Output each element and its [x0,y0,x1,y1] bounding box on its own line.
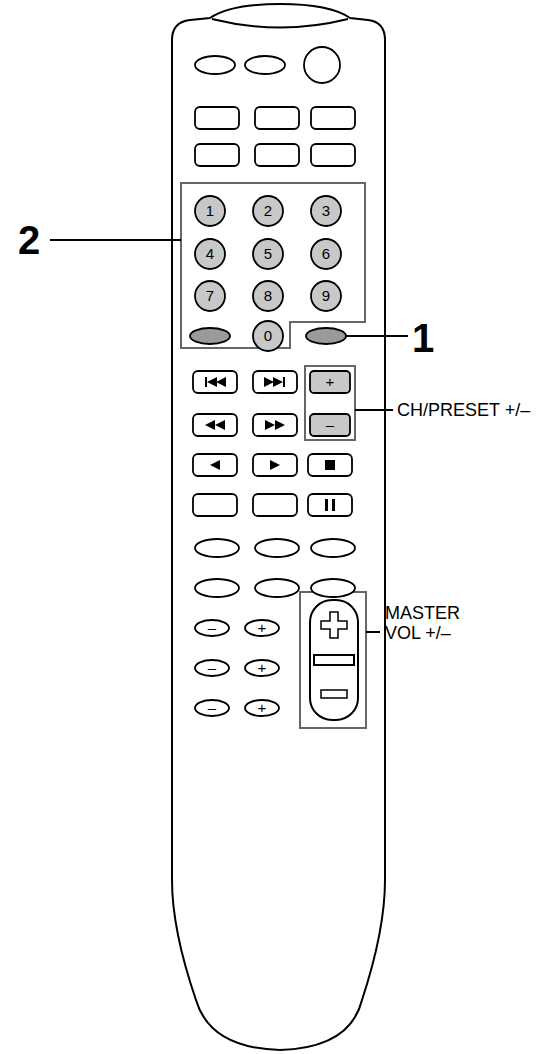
digit-label: 7 [206,288,214,305]
button-name: MASTER VOL +/– [385,604,495,644]
button [308,454,352,476]
pause-icon [325,499,328,511]
button-label: + [258,620,267,637]
digit-button [195,239,225,269]
digit-label: 8 [264,288,272,305]
vol-divider [314,655,354,665]
button-name: CH/PRESET +/– [397,401,530,421]
digit-label: 1 [206,203,214,220]
vol-plus-symbol [321,612,347,638]
digit-button [311,196,341,226]
digit-label: 2 [264,203,272,220]
callout-number: 2 [18,218,40,262]
button-label: + [258,700,267,717]
digit-button [253,281,283,311]
transport-icon [270,460,280,470]
vol-group-outline [300,592,366,728]
button [245,700,279,716]
stop-icon [325,460,335,470]
button [245,660,279,676]
button-label: + [258,660,267,677]
vol-minus-symbol [321,690,347,698]
button [195,620,229,636]
button-label: – [208,660,216,677]
transport-icon [216,377,226,387]
button [245,620,279,636]
digit-button [253,239,283,269]
remote-top-edge [212,19,348,28]
transport-icon [205,377,207,387]
button [253,371,297,393]
transport-icon [265,420,275,430]
transport-icon [210,460,220,470]
button [195,107,239,129]
ch-group-outline [305,366,355,440]
vol-button [310,600,358,720]
transport-icon [264,377,274,387]
digit-label: 6 [322,246,330,263]
button [311,107,355,129]
button [253,414,297,436]
button [255,579,299,597]
leader-line [340,335,408,337]
button [195,660,229,676]
leader-line [355,409,393,411]
digit-button [253,196,283,226]
digit-label: 9 [322,288,330,305]
digit-button [195,281,225,311]
button [253,454,297,476]
button [195,700,229,716]
button [193,371,237,393]
button [306,328,346,344]
transport-icon [215,420,225,430]
button [195,579,239,597]
button [311,144,355,166]
digit-label: 0 [264,328,272,345]
button [253,494,297,516]
pause-icon [332,499,335,511]
button [193,414,237,436]
leader-line [50,239,181,241]
button [255,107,299,129]
digit-button [195,196,225,226]
button-label: – [208,620,216,637]
button [195,539,239,557]
button-label: + [326,374,335,391]
button-label: – [208,700,216,717]
transport-icon [275,420,285,430]
button [310,414,350,436]
digit-button [253,321,283,351]
digit-label: 3 [322,203,330,220]
button [304,47,340,83]
digit-button [311,281,341,311]
digit-label: 4 [206,246,214,263]
button [190,328,230,344]
button [255,144,299,166]
digit-button [311,239,341,269]
button-label: – [326,417,334,434]
transport-icon [283,377,285,387]
button [255,539,299,557]
button [193,454,237,476]
button [193,494,237,516]
button [311,579,355,597]
button [195,56,235,74]
button [245,56,285,74]
leader-line [366,631,380,633]
callout-number: 1 [412,316,434,360]
button [308,494,352,516]
digit-label: 5 [264,246,272,263]
transport-icon [273,377,283,387]
button [311,539,355,557]
button [195,144,239,166]
transport-icon [205,420,215,430]
transport-icon [207,377,217,387]
button [310,371,350,393]
remote-body [172,4,385,1050]
